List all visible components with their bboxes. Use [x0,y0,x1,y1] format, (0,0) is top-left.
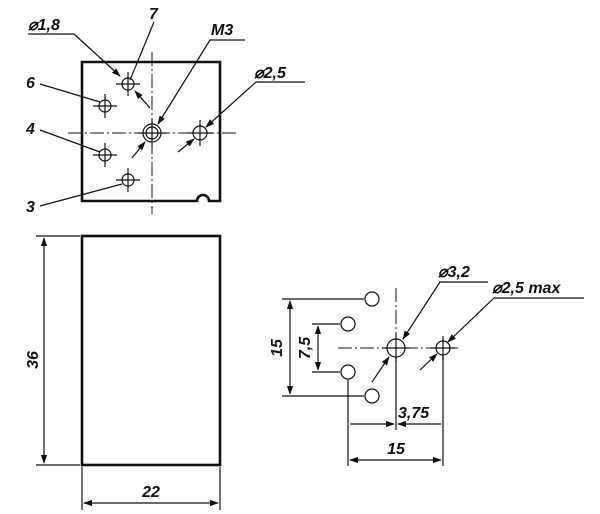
leader-pin-4 [39,129,101,153]
top-view: ⌀1,8 7 M3 ⌀2,5 6 4 3 [25,6,305,216]
label-pin-6: 6 [26,75,35,92]
label-hole-d25max: ⌀2,5 max [492,280,561,297]
top-view-outline [80,60,222,203]
leader-pin-6 [39,83,101,103]
label-pin-7: 7 [149,6,159,23]
leader-hole-d18 [28,33,121,77]
label-dim-15-vertical: 15 [269,338,286,357]
label-dim-75: 7,5 [297,336,314,359]
label-dim-15-horizontal: 15 [387,441,406,458]
leader-pin-7 [129,21,155,81]
label-hole-d25: ⌀2,5 [254,65,287,82]
pcb-hole-bottom [364,388,380,404]
pcb-hole-top [364,291,380,307]
label-pin-4: 4 [25,121,35,138]
leader-hole-d18-arrow2 [134,90,151,109]
leader-hole-d25 [205,81,305,128]
pcb-hole-center [382,334,410,362]
label-pin-3: 3 [26,199,35,216]
right-hole [187,120,213,146]
label-thread-m3: M3 [211,22,233,39]
label-height: 36 [25,351,42,369]
pcb-hole-upper-left [340,316,356,332]
pcb-layout: 15 7,5 3,75 15 ⌀3,2 ⌀2,5 max [269,264,584,466]
leader-hole-d32 [402,281,488,340]
leader-pin-3 [39,183,123,207]
pcb-hole-lower-left [340,364,356,380]
leader-thread-m3-arrow2 [131,141,146,159]
leader-hole-d25max [447,297,584,343]
side-view-outline [80,234,222,467]
label-hole-d18: ⌀1,8 [28,17,60,34]
label-width: 22 [141,484,160,501]
leader-hole-d32-arrow2 [371,356,390,383]
pin-3-hole [116,168,140,192]
label-hole-d32: ⌀3,2 [438,264,470,281]
leader-hole-d25-arrow2 [177,138,195,153]
center-m3-hole [138,119,166,147]
pin-6-hole [93,94,117,118]
leader-thread-m3 [157,39,245,125]
side-view: 36 22 [25,234,222,510]
pin-7-hole [116,72,140,96]
label-dim-375: 3,75 [398,405,430,422]
pin-4-hole [93,143,117,167]
leader-hole-d25max-arrow2 [419,353,438,371]
